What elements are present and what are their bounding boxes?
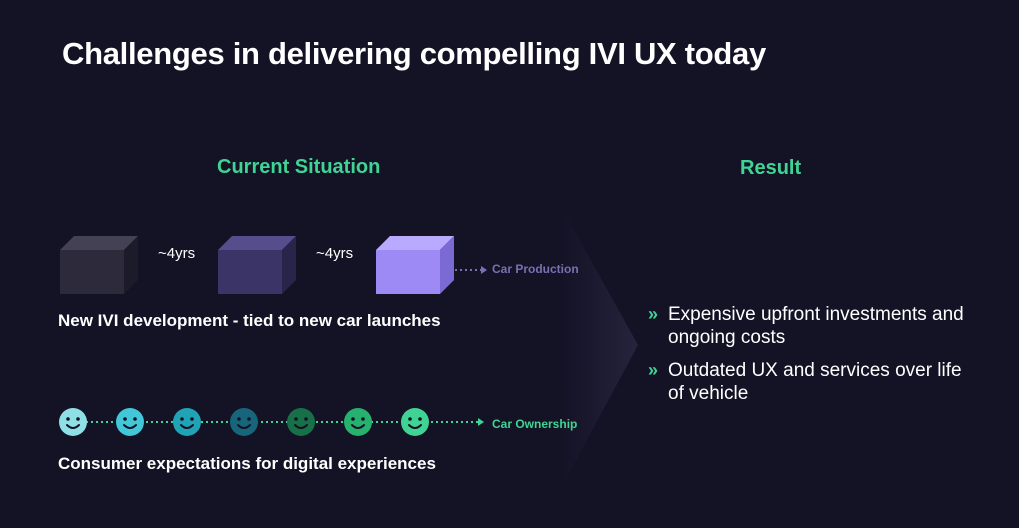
gap-label-1: ~4yrs [158,245,196,262]
result-item: » Expensive upfront investments and ongo… [648,303,978,349]
smiley-face-icon [59,408,87,436]
smiley-face-icon [116,408,144,436]
ownership-faces [59,408,484,436]
result-heading: Result [740,157,802,179]
gap-label-2: ~4yrs [316,245,354,262]
production-track [455,266,487,274]
production-track-arrowhead [481,266,487,274]
slide-title: Challenges in delivering compelling IVI … [62,36,766,71]
transition-chevron [560,205,638,490]
smiley-face-icon [230,408,258,436]
ownership-caption: Consumer expectations for digital experi… [58,454,436,473]
production-box [218,236,296,294]
smiley-face-icon [287,408,315,436]
production-boxes [60,236,454,294]
smiley-face-icon [401,408,429,436]
production-box [60,236,138,294]
current-situation-heading: Current Situation [217,156,381,178]
result-item-text: Expensive upfront investments and ongoin… [668,304,964,348]
production-track-label: Car Production [492,262,579,276]
production-box [376,236,454,294]
result-item-text: Outdated UX and services over life of ve… [668,360,962,404]
bullet-marker: » [648,304,659,324]
result-item: » Outdated UX and services over life of … [648,359,978,405]
ownership-track-arrowhead [478,418,484,426]
bullet-marker: » [648,360,659,380]
ownership-track-label: Car Ownership [492,417,578,431]
smiley-face-icon [344,408,372,436]
smiley-face-icon [173,408,201,436]
result-list: » Expensive upfront investments and ongo… [648,303,978,415]
production-caption: New IVI development - tied to new car la… [58,311,441,330]
